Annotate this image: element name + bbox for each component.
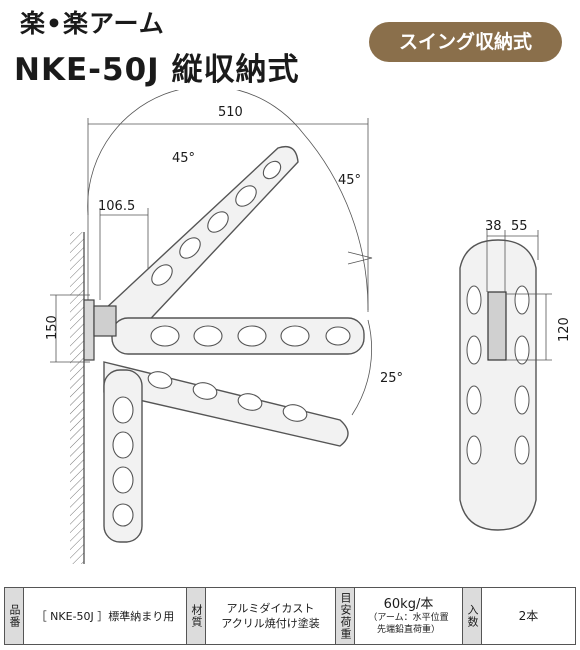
model-title: NKE-50J 縦収納式 [14, 52, 300, 88]
brand-title: 楽•楽アーム [20, 9, 165, 38]
technical-drawing: 510 106.5 45° 45° 25° 150 38 55 120 [45, 90, 572, 564]
wall-bracket [83, 299, 117, 361]
spec-header-load: 目安荷重 [336, 588, 355, 644]
angle-lower-label: 25° [380, 371, 403, 386]
side-view [459, 230, 552, 531]
spec-header-quantity: 入数 [463, 588, 482, 644]
wall [70, 232, 85, 564]
dim-side-a-label: 38 [485, 219, 502, 234]
arm-holes [112, 160, 351, 527]
spec-load: 60kg/本 （アーム：水平位置 先端鉛直荷重） [355, 588, 463, 644]
spec-part-number-value: ［ NKE-50J ］標準納まり用 [35, 609, 175, 623]
spec-load-note2: 先端鉛直荷重） [376, 624, 440, 635]
arm-outlines [103, 145, 365, 543]
spec-quantity: 2本 [482, 588, 575, 644]
dim-offset-label: 106.5 [98, 199, 135, 214]
dim-side-height-label: 120 [557, 317, 572, 342]
dimension-lines [50, 90, 373, 416]
spec-header-part-number: 品番 [5, 588, 24, 644]
dim-height-label: 150 [45, 315, 60, 340]
spec-load-note1: （アーム：水平位置 [368, 612, 449, 623]
spec-header-material: 材質 [187, 588, 206, 644]
spec-load-value: 60kg/本 [383, 596, 434, 612]
spec-part-number: ［ NKE-50J ］標準納まり用 [24, 588, 187, 644]
spec-material-line1: アルミダイカスト [226, 602, 315, 615]
dim-width-label: 510 [218, 105, 243, 120]
angle-upper-left-label: 45° [172, 151, 195, 166]
dim-side-b-label: 55 [511, 219, 528, 234]
spec-table: 品番 ［ NKE-50J ］標準納まり用 材質 アルミダイカスト アクリル焼付け… [4, 587, 576, 645]
spec-material: アルミダイカスト アクリル焼付け塗装 [206, 588, 336, 644]
spec-quantity-value: 2本 [518, 608, 539, 623]
type-badge: スイング収納式 [369, 22, 562, 62]
angle-upper-right-label: 45° [338, 173, 361, 188]
spec-material-line2: アクリル焼付け塗装 [221, 617, 320, 630]
